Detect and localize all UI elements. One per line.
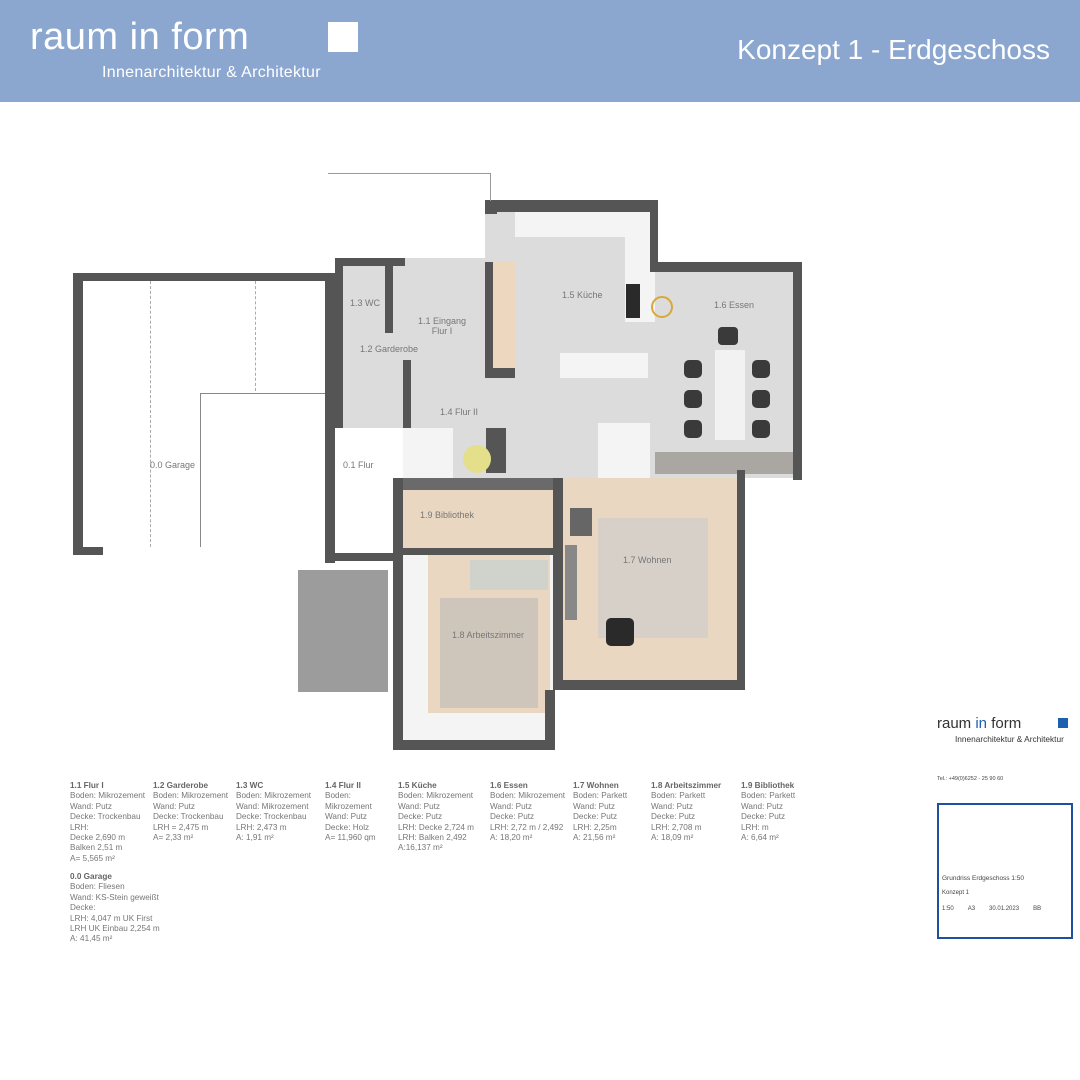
room-label-garage: 0.0 Garage <box>150 460 196 470</box>
brand-subtitle: Innenarchitektur & Architektur <box>102 64 321 81</box>
page-title: Konzept 1 - Erdgeschoss <box>737 34 1050 65</box>
kitchen-island <box>560 353 648 378</box>
terrace-block <box>298 570 388 692</box>
plan-line <box>200 393 325 394</box>
title-block-meta-row: 1:50 A3 30.01.2023 BB <box>942 906 1068 912</box>
built-in <box>598 423 650 478</box>
wall <box>485 200 655 212</box>
kitchen-counter <box>515 212 655 237</box>
cabinet <box>490 262 515 370</box>
wall <box>73 273 83 555</box>
room-label-kueche: 1.5 Küche <box>562 290 603 300</box>
wall <box>485 262 493 377</box>
wall <box>403 548 555 555</box>
room-label-arbeitszimmer: 1.8 Arbeitszimmer <box>452 630 525 640</box>
armchair <box>606 618 634 646</box>
drawing-name: Grundriss Erdgeschoss 1:50 <box>942 875 1025 882</box>
room-label-bibliothek: 1.9 Bibliothek <box>420 510 475 520</box>
room-label-wc: 1.3 WC <box>350 298 381 308</box>
wall <box>553 478 563 690</box>
drawn-by-value: BB <box>1033 906 1042 912</box>
logo-square-icon <box>1058 718 1068 728</box>
plan-line <box>200 393 201 547</box>
room-label-flur0: 0.1 Flur <box>343 460 374 470</box>
wall <box>793 262 802 480</box>
lamp-icon <box>651 296 673 318</box>
title-block-header: raum in form Innenarchitektur & Architek… <box>937 715 1073 783</box>
chair <box>684 360 702 378</box>
room-label-garderobe: 1.2 Garderobe <box>360 344 419 354</box>
chair <box>752 420 770 438</box>
sideboard <box>486 428 506 473</box>
wall <box>393 740 555 750</box>
wall <box>403 360 411 428</box>
chair <box>718 327 738 345</box>
chair <box>752 390 770 408</box>
header-banner: raum in form Innenarchitektur & Architek… <box>0 0 1080 102</box>
wall <box>335 258 405 266</box>
sideboard <box>565 545 577 620</box>
dining-table <box>715 350 745 440</box>
wall <box>655 262 800 272</box>
roof-line <box>150 281 151 547</box>
brand-logo: raum in form <box>30 16 250 58</box>
wall <box>485 368 515 378</box>
title-block-logo: raum in form <box>937 715 1022 732</box>
scale-value: 1:50 <box>942 906 954 912</box>
title-block: Grundriss Erdgeschoss 1:50 Konzept 1 1:5… <box>937 803 1073 939</box>
chair <box>752 360 770 378</box>
fireplace <box>570 508 592 536</box>
wall <box>650 200 658 272</box>
logo-square-icon <box>328 22 358 52</box>
plan-line <box>328 173 491 174</box>
date-value: 30.01.2023 <box>989 906 1020 912</box>
wall <box>563 680 745 690</box>
wall <box>385 258 393 333</box>
wall <box>485 200 497 214</box>
desk <box>470 560 548 590</box>
wall <box>335 553 393 561</box>
room-label-flur2: 1.4 Flur II <box>440 407 479 417</box>
garage-floor <box>73 273 335 555</box>
wall <box>393 478 403 750</box>
chair <box>684 420 702 438</box>
wall <box>73 273 335 281</box>
room-label-essen: 1.6 Essen <box>714 300 755 310</box>
roof-line <box>255 281 256 391</box>
room-label-eingang: 1.1 Eingang Flur I <box>417 316 467 336</box>
wall <box>545 690 555 750</box>
built-in <box>403 428 453 478</box>
bench <box>655 452 800 474</box>
pendant-lamp-icon <box>463 445 491 473</box>
wall <box>335 258 343 428</box>
flur-floor <box>335 425 393 553</box>
room-label-wohnen: 1.7 Wohnen <box>623 555 672 565</box>
wall <box>325 273 335 563</box>
concept-name: Konzept 1 <box>942 890 970 896</box>
plan-line <box>490 173 491 201</box>
wall <box>393 478 553 490</box>
rug <box>440 598 538 708</box>
oven <box>626 284 640 318</box>
wall <box>737 470 745 690</box>
title-block-phone: Tel.: +49(0)6252 - 25 90 60 <box>937 776 1004 782</box>
chair <box>684 390 702 408</box>
title-block-subtitle: Innenarchitektur & Architektur <box>955 734 1064 744</box>
wall <box>73 547 103 555</box>
format-value: A3 <box>967 906 976 912</box>
